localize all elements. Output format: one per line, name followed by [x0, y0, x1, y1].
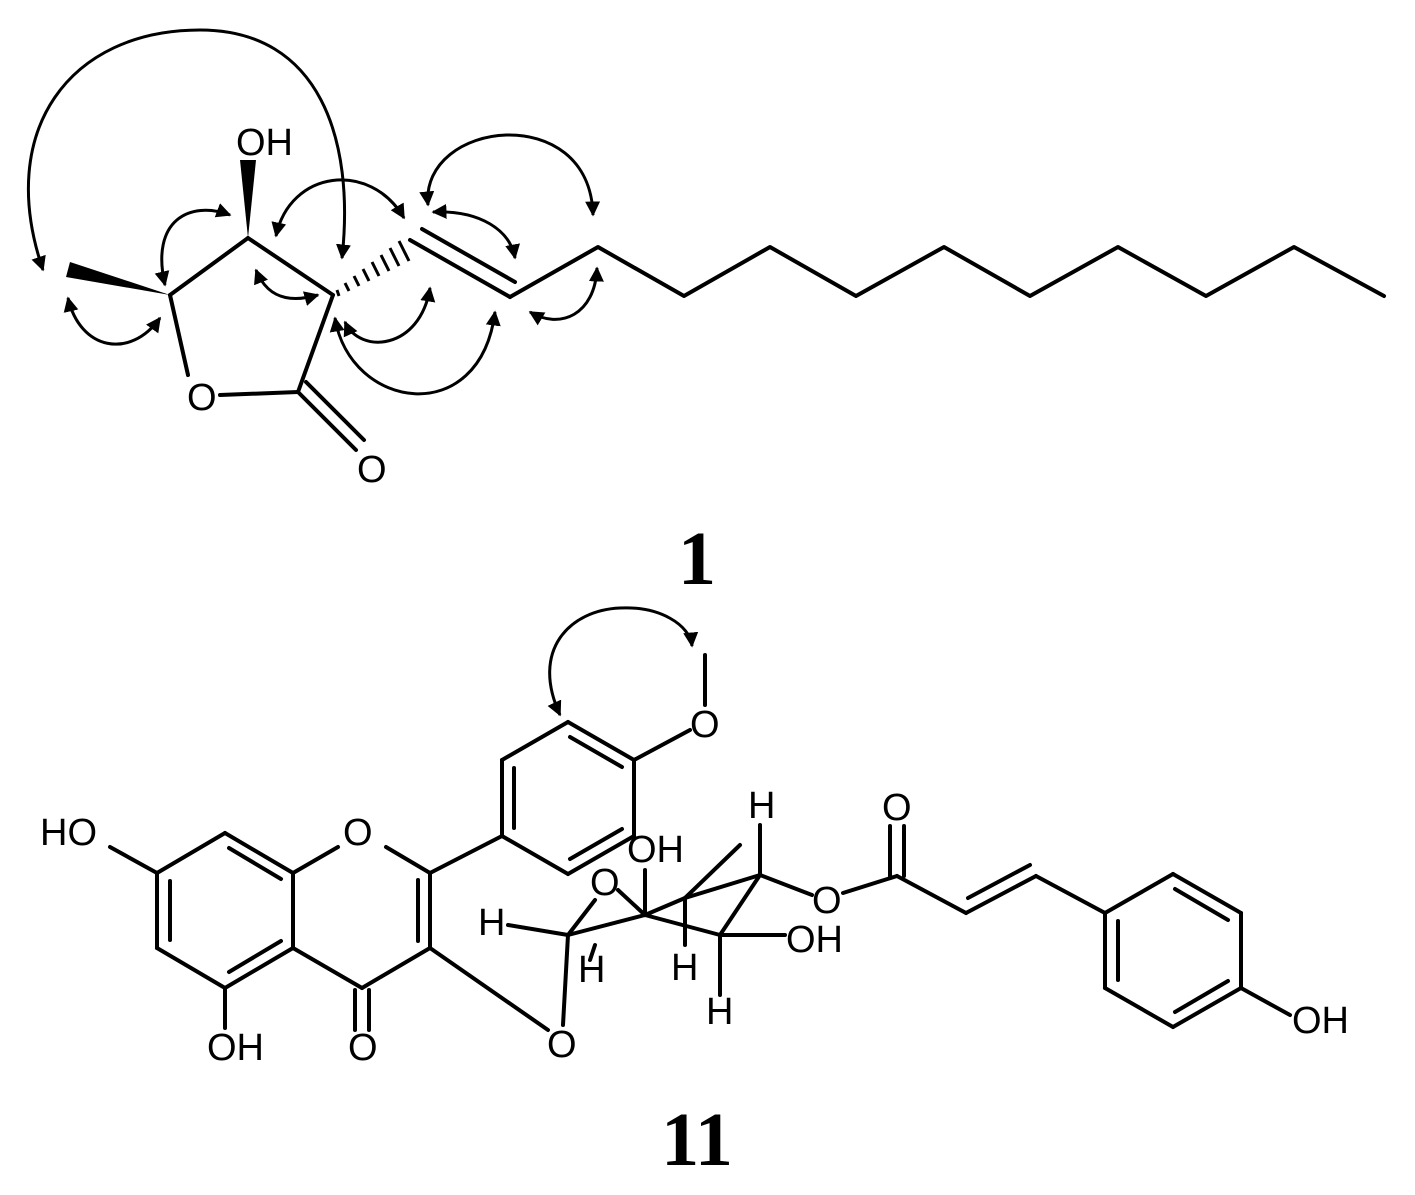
compound-1: OH O O 1 — [26, 28, 1386, 601]
bond — [500, 834, 570, 876]
bond — [568, 827, 624, 861]
bond — [616, 888, 647, 917]
bond — [758, 873, 814, 897]
sugar-ring-oxygen-label: O — [590, 862, 620, 904]
bond — [155, 831, 227, 875]
bond — [1173, 979, 1230, 1014]
bond — [168, 293, 190, 377]
correlation-arrow — [26, 28, 351, 272]
bond — [1239, 986, 1292, 1017]
compound-11-number: 11 — [661, 1098, 733, 1182]
bond — [506, 923, 570, 937]
correlation-arrow — [431, 203, 520, 260]
bond — [566, 898, 597, 937]
bond — [296, 293, 335, 394]
bond — [895, 874, 968, 915]
hashed-bond-vinyl — [335, 240, 411, 297]
correlation-arrow — [329, 310, 501, 396]
bond — [566, 834, 636, 876]
bond — [718, 873, 762, 937]
bond — [632, 728, 692, 762]
bond — [360, 946, 432, 990]
bond — [643, 896, 687, 917]
correlation-arrow — [271, 178, 406, 238]
sugar-hydroxyl-label: OH — [786, 919, 843, 961]
bond — [291, 845, 340, 875]
correlation-arrow — [547, 606, 699, 717]
compound-11-hmbc-arrows — [547, 606, 699, 717]
correlation-arrow — [343, 286, 436, 344]
bond — [1103, 986, 1175, 1029]
ring-oxygen-label: O — [187, 377, 217, 419]
glycosidic-oxygen-label: O — [547, 1024, 577, 1066]
bond — [588, 943, 597, 962]
hydrogen-label: H — [748, 785, 775, 827]
bond — [227, 939, 283, 974]
bond — [683, 843, 742, 900]
phenol-hydroxyl-label: OH — [1292, 1000, 1349, 1042]
bond — [566, 913, 647, 937]
correlation-arrow — [254, 268, 320, 306]
bond — [1103, 872, 1175, 915]
ester-carbonyl-oxygen-label: O — [882, 787, 912, 829]
bond — [223, 831, 295, 875]
carbonyl-oxygen-label: O — [348, 1027, 378, 1069]
bond — [291, 946, 364, 990]
hydrogen-label: H — [578, 949, 605, 991]
bond — [428, 834, 504, 875]
bond — [408, 238, 512, 299]
bond — [966, 863, 1032, 900]
bond — [964, 874, 1038, 915]
bond — [304, 380, 366, 442]
correlation-arrow — [63, 296, 162, 346]
compound-11: HO OH O O O O O OH OH O O OH H H H H H 1… — [40, 606, 1349, 1182]
bond — [568, 735, 624, 769]
ring-oxygen-label: O — [343, 812, 373, 854]
hydroxyl-label: OH — [236, 122, 293, 164]
bond — [500, 720, 570, 762]
bond — [168, 236, 250, 297]
bond — [1173, 887, 1230, 922]
bond — [1171, 986, 1243, 1029]
correlation-arrow — [154, 203, 232, 287]
correlation-arrow — [528, 266, 604, 326]
bond — [296, 390, 358, 452]
compound-1-hmbc-arrows — [26, 28, 604, 396]
wedge-bond-oh — [240, 160, 256, 238]
bond — [683, 873, 762, 900]
ester-oxygen-label: O — [812, 880, 842, 922]
wedge-bond-methyl — [66, 262, 170, 295]
alkyl-chain — [508, 245, 1386, 299]
hydrogen-label: H — [671, 947, 698, 989]
methoxy-oxygen-label: O — [690, 704, 720, 746]
hydroxyl-label-c7: HO — [40, 812, 97, 854]
bond — [1034, 874, 1107, 915]
sugar-hydroxyl-label: OH — [627, 829, 684, 871]
bond — [1171, 872, 1243, 915]
compound-1-number: 1 — [678, 517, 716, 601]
bond — [643, 913, 722, 937]
bond — [384, 845, 432, 875]
correlation-arrow — [419, 133, 601, 217]
hydrogen-label: H — [478, 902, 505, 944]
compound-1-bonds — [66, 160, 1386, 452]
bond — [428, 946, 550, 1032]
compound-1-atoms: OH O O — [187, 122, 387, 491]
bond — [223, 946, 295, 990]
hydrogen-label: H — [706, 991, 733, 1033]
bond — [841, 874, 899, 895]
bond — [155, 946, 227, 990]
bond — [227, 846, 283, 881]
bond — [218, 390, 300, 397]
compound-11-bonds — [108, 653, 1292, 1032]
bond — [108, 845, 159, 875]
bond — [566, 720, 636, 762]
carbonyl-oxygen-label: O — [357, 449, 387, 491]
bond — [246, 236, 335, 297]
hydroxyl-label-c5: OH — [207, 1027, 264, 1069]
bond — [561, 933, 570, 1027]
